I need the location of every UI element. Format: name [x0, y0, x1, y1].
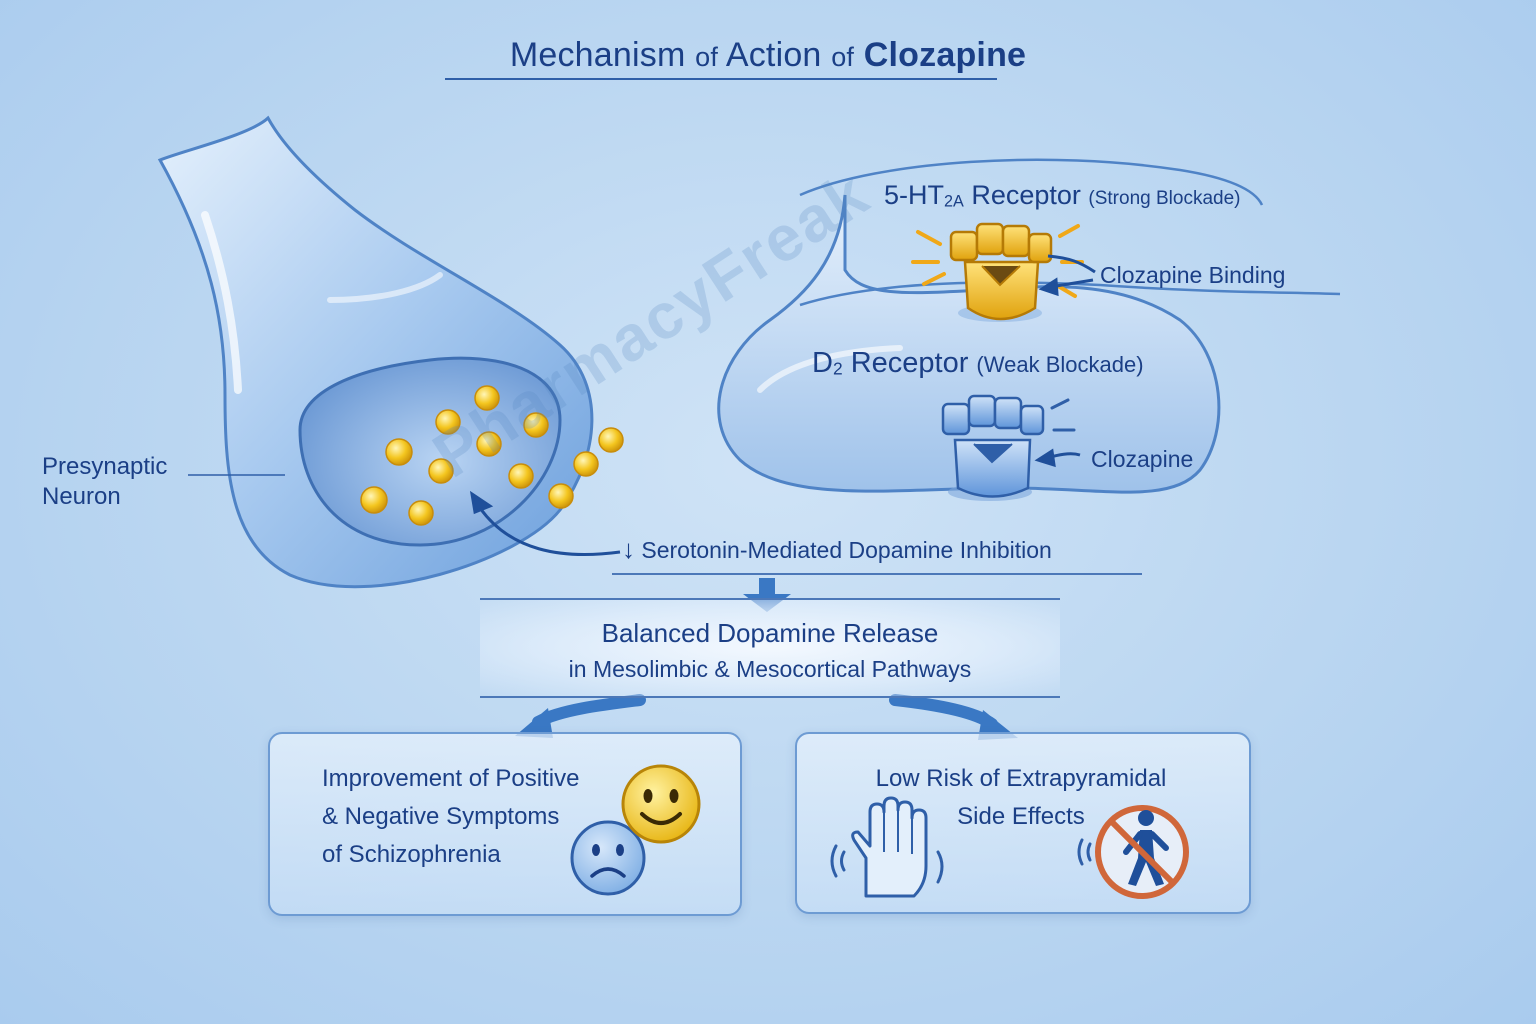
- release-title: Balanced Dopamine Release: [601, 618, 939, 648]
- vesicle: [573, 451, 599, 477]
- receptor-note: (Strong Blockade): [1088, 188, 1241, 209]
- receptor-d2-icon: [941, 394, 1076, 501]
- inhibition-text: Serotonin-Mediated Dopamine Inhibition: [641, 537, 1052, 563]
- title-underline: [445, 78, 997, 80]
- clozapine-label: Clozapine: [1091, 446, 1194, 472]
- outcome-symptoms-text: Improvement of Positive & Negative Sympt…: [322, 760, 579, 874]
- binding-arrows: [1034, 254, 1096, 468]
- divider: [480, 598, 1060, 600]
- outcome-line: Low Risk of Extrapyramidal: [875, 765, 1167, 792]
- vesicle: [598, 427, 624, 453]
- release-subtitle: in Mesolimbic & Mesocortical Pathways: [568, 656, 972, 682]
- outcome-line: Improvement of Positive: [322, 765, 580, 792]
- down-arrow-icon: ↓: [622, 534, 635, 564]
- hand-icon: [830, 796, 944, 898]
- divider: [480, 696, 1060, 698]
- vesicle: [435, 409, 461, 435]
- inhibition-statement: ↓ Serotonin-Mediated Dopamine Inhibition: [622, 534, 1052, 565]
- receptor-5ht2a-label: 5-HT2A Receptor (Strong Blockade): [884, 180, 1240, 211]
- receptor-name-suffix: Receptor: [850, 347, 969, 379]
- title-word: of: [831, 42, 855, 72]
- title-word: Mechanism: [509, 36, 686, 74]
- smile-face-icon: [621, 764, 701, 844]
- outcome-line: of Schizophrenia: [322, 841, 501, 868]
- outcome-line: Side Effects: [957, 803, 1085, 830]
- no-walking-icon: [1077, 805, 1189, 899]
- receptor-name: D: [812, 347, 833, 379]
- page-title: Mechanism of Action of Clozapine: [0, 36, 1536, 75]
- receptor-name: 5-HT: [884, 180, 944, 210]
- vesicle: [476, 431, 502, 457]
- vesicle: [508, 463, 534, 489]
- title-word: of: [695, 42, 719, 72]
- vesicle: [428, 458, 454, 484]
- outcome-side-effects-text: Low Risk of Extrapyramidal Side Effects: [795, 760, 1247, 836]
- presynaptic-label-line: Neuron: [42, 483, 121, 510]
- vesicle: [408, 500, 434, 526]
- outcome-line: & Negative Symptoms: [322, 803, 560, 830]
- emotion-faces: [570, 764, 701, 896]
- vesicle: [385, 438, 413, 466]
- sad-face-icon: [570, 820, 646, 896]
- presynaptic-neuron: [157, 115, 594, 589]
- title-drug: Clozapine: [863, 36, 1027, 74]
- presynaptic-label: Presynaptic Neuron: [42, 452, 167, 512]
- receptor-subscript: 2: [832, 358, 843, 379]
- dopamine-vesicles: [360, 385, 624, 526]
- receptor-subscript: 2A: [944, 192, 964, 211]
- vesicle: [474, 385, 500, 411]
- receptor-5ht2a-icon: [911, 222, 1084, 322]
- title-word: Action: [725, 36, 822, 74]
- clozapine-binding-label: Clozapine Binding: [1100, 262, 1286, 288]
- feedback-arrow: [469, 490, 621, 556]
- receptor-note: (Weak Blockade): [976, 352, 1144, 377]
- receptor-d2-label: D2 Receptor (Weak Blockade): [812, 347, 1144, 380]
- divider: [612, 573, 1142, 575]
- release-highlight: [480, 598, 1060, 696]
- vesicle: [548, 483, 574, 509]
- vesicle: [523, 412, 549, 438]
- presynaptic-label-line: Presynaptic: [42, 453, 168, 480]
- receptor-name-suffix: Receptor: [971, 180, 1081, 210]
- vesicle: [360, 486, 388, 514]
